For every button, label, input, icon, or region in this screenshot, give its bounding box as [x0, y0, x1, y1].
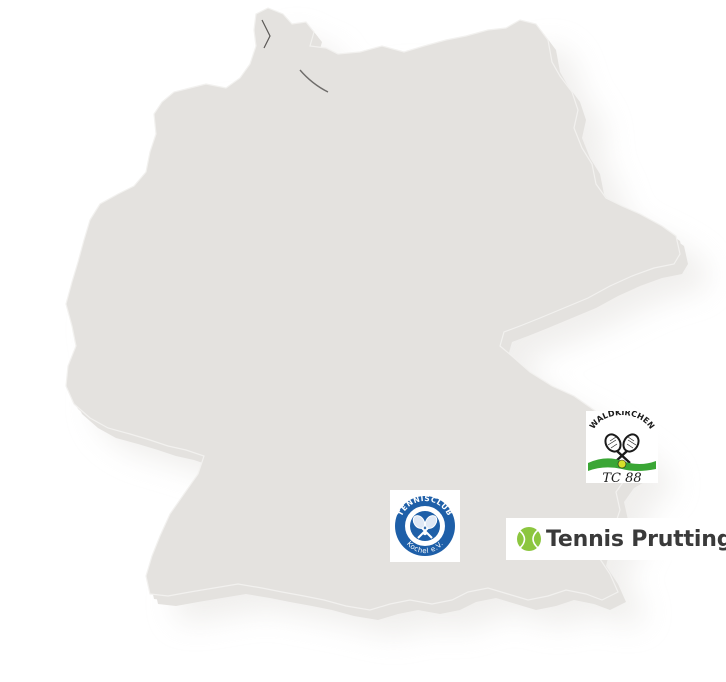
waldkirchen-arc-text: WALDKIRCHEN [588, 408, 656, 431]
crossed-rackets-icon [410, 511, 440, 541]
svg-text:WALDKIRCHEN: WALDKIRCHEN [588, 411, 656, 431]
tennis-ball-icon [617, 459, 627, 469]
map-land [65, 7, 681, 611]
waldkirchen-logo: WALDKIRCHEN TC 88 [588, 408, 656, 486]
crossed-rackets-icon [604, 433, 640, 464]
kochel-logo: TENNISCLUB Kochel e.V. [395, 494, 455, 556]
club-marker-waldkirchen[interactable]: WALDKIRCHEN TC 88 [586, 408, 658, 486]
tennis-ball-icon [517, 527, 541, 551]
prutting-label: Tennis Prutting [546, 526, 726, 552]
club-marker-kochel[interactable]: TENNISCLUB Kochel e.V. [390, 490, 460, 562]
waldkirchen-bottom-text: TC 88 [602, 471, 641, 483]
club-marker-prutting[interactable]: Tennis Prutting [506, 518, 726, 560]
